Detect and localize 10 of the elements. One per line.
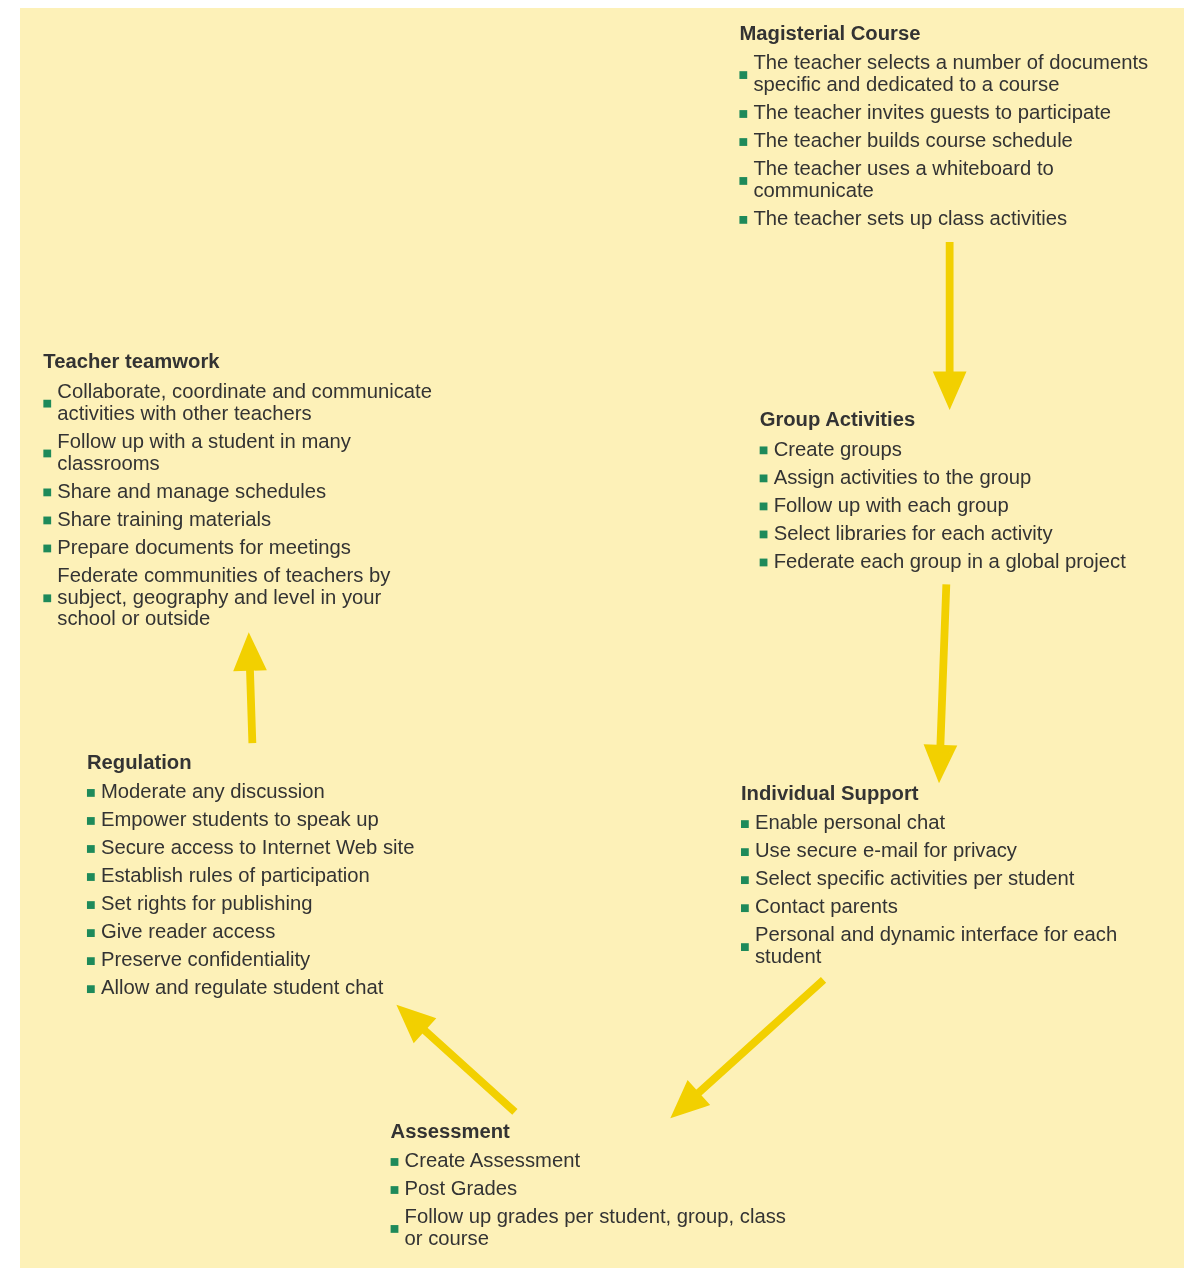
arrow <box>232 632 267 744</box>
node-text: Regulation Moderate any discussion Empower students to speak up Secure access to Internet Web site Establish rules of participation Set rights for publishing Give reader access Preserve confidentiality Allow and regulate student chat <box>86 750 414 999</box>
node-text: Individual Support Enable personal chat Use secure e-mail for privacy Select specific activities per student Contact parents Personal and dynamic interface for each student <box>740 781 1117 968</box>
node-text: Teacher teamwork Collaborate, coordinate and communicate activities with other teachers Follow up with a student in many classrooms Share and manage schedules Share training materials Prepare documents for meetings Federate communities of teachers by subject, geography and level in your school or outside <box>42 350 432 630</box>
arrow <box>932 241 966 411</box>
node-text: Group Activities Create groups Assign activities to the group Follow up with each group Select libraries for each activity Federate each group in a global project <box>759 408 1126 572</box>
arrow <box>395 1004 518 1115</box>
arrow <box>669 977 826 1119</box>
node-text: Magisterial Course The teacher selects a number of documents specific and dedicated to a course The teacher invites guests to participate The teacher builds course schedule The teacher uses a whiteboard to communicate The teacher sets up class activities <box>738 21 1148 230</box>
node-text: Assessment Create Assessment Post Grades Follow up grades per student, group, class or course <box>390 1119 786 1250</box>
